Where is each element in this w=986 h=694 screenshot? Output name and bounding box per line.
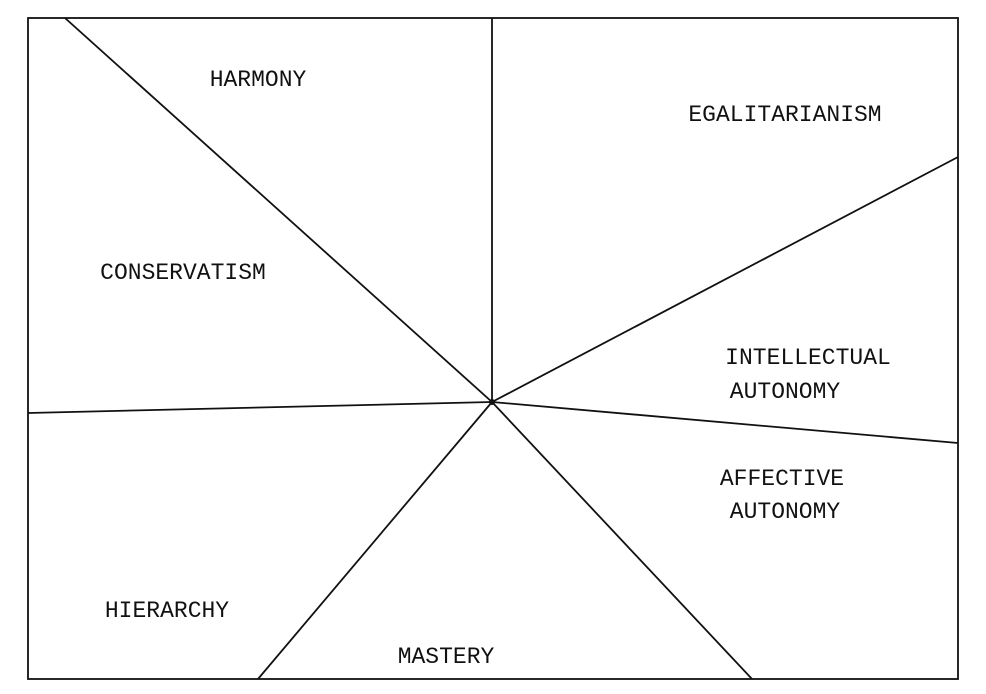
divider-mastery-hierarchy bbox=[257, 401, 493, 680]
divider-hierarchy-conservatism bbox=[27, 401, 493, 414]
label-affective: AFFECTIVE bbox=[720, 466, 844, 492]
divider-affective-mastery bbox=[491, 401, 753, 680]
center-point bbox=[489, 399, 495, 405]
label-conservatism: CONSERVATISM bbox=[100, 260, 266, 286]
divider-harmony-conservatism bbox=[64, 17, 493, 403]
label-hierarchy: HIERARCHY bbox=[105, 598, 229, 624]
label-mastery: MASTERY bbox=[398, 644, 495, 670]
label-affective-autonomy: AUTONOMY bbox=[730, 499, 841, 525]
label-intellectual-autonomy: AUTONOMY bbox=[730, 379, 841, 405]
label-intellectual: INTELLECTUAL bbox=[725, 345, 891, 371]
divider-intellectual-affective bbox=[491, 401, 959, 444]
divider-egalitarianism-intellectual bbox=[491, 156, 959, 403]
diagram-border bbox=[27, 17, 959, 680]
label-harmony: HARMONY bbox=[210, 67, 307, 93]
label-egalitarianism: EGALITARIANISM bbox=[688, 102, 881, 128]
